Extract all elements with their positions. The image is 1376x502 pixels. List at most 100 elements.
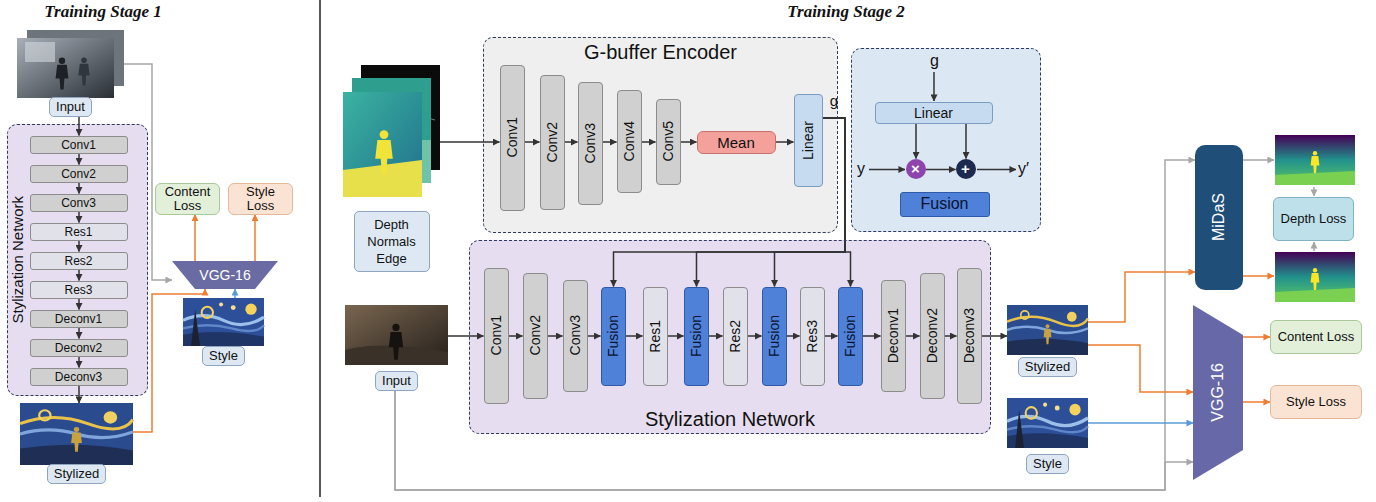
node-text: Input: [375, 371, 418, 391]
node-text: Deconv2: [924, 308, 940, 363]
connector-arrow: [603, 141, 617, 143]
node-text: VGG-16: [1209, 363, 1227, 422]
container-fill: [483, 37, 838, 233]
node-text: Linear: [800, 121, 816, 160]
layer-box: Conv5: [656, 99, 681, 185]
connector-arrow: [254, 215, 256, 262]
connector-arrow: [234, 289, 236, 298]
picture-node: Depth Normals Edge: [343, 65, 440, 272]
stylized-picture: [20, 403, 133, 465]
picture-node: Input: [345, 305, 448, 391]
connector-arrow: [565, 141, 578, 143]
loss-box: Style Loss: [228, 183, 293, 215]
network-frame: Stylization NetworkConv1Conv2Conv3Res1Re…: [7, 124, 148, 396]
connector-arrow: [825, 335, 838, 337]
depth-map-picture: [1275, 135, 1355, 302]
layer-box: Conv4: [617, 90, 642, 193]
style-picture: [183, 298, 264, 346]
connector-arrow: [697, 118, 846, 287]
node-text: Conv1: [504, 117, 520, 157]
connector-arrow: [787, 335, 800, 337]
node-text: Stylized: [1018, 357, 1078, 377]
flow-arrow: [1313, 187, 1315, 196]
node-text: Conv1: [488, 315, 504, 355]
input-picture: [25, 42, 55, 62]
fusion-block: Fusion: [684, 287, 709, 386]
connector-arrow: [133, 289, 205, 432]
node-text: Res1: [64, 225, 92, 239]
depth-map-picture: [1275, 252, 1355, 302]
flow-arrow: [1313, 242, 1315, 251]
connector-arrow: [78, 212, 80, 223]
node-text: Style: [1026, 454, 1069, 474]
node-text: Stylization Network: [645, 407, 815, 431]
loss-box: Content Loss: [1270, 320, 1362, 354]
connector-arrow: [1243, 336, 1270, 338]
node-text: y′: [1018, 159, 1034, 179]
connector-arrow: [668, 335, 684, 337]
linear-box: Linear: [875, 102, 993, 124]
connector-arrow: [509, 335, 523, 337]
layer-box: Res1: [30, 223, 128, 241]
connector-arrow: [78, 270, 80, 281]
layer-box: Conv3: [578, 82, 603, 205]
node-text: Fusion: [766, 315, 782, 357]
layer-box: Deconv1: [881, 280, 906, 392]
layer-box: Conv2: [30, 165, 128, 183]
node-text: Fusion: [920, 195, 968, 213]
node-text: Mean: [717, 134, 755, 151]
layer-box: Conv2: [523, 273, 548, 399]
connector-arrow: [709, 335, 723, 337]
connector-arrow: [1088, 272, 1195, 322]
node-text: Fusion: [688, 315, 704, 357]
connector-arrow: [78, 357, 80, 368]
add-circle: +: [956, 159, 976, 179]
layer-box: Conv2: [540, 75, 565, 210]
connector-arrow: [588, 335, 601, 337]
node-text: Conv1: [61, 138, 96, 152]
layer-box: Deconv2: [920, 273, 945, 399]
trapezoid-shape: [172, 261, 278, 289]
container-fill: [469, 240, 991, 434]
multiply-circle: ×: [906, 159, 926, 179]
connector-arrow: [863, 335, 881, 337]
node-text: Deconv3: [961, 308, 977, 363]
encoder-frame: G-buffer EncoderConv1Conv2Conv3Conv4Conv…: [483, 37, 838, 233]
network-trapezoid: VGG-16: [1193, 305, 1243, 480]
node-text: Deconv1: [885, 308, 901, 363]
gbuffer-picture: [375, 130, 393, 174]
pooling-box: Mean: [697, 131, 776, 154]
connector-arrow: [1088, 422, 1193, 424]
connector-arrow: [548, 335, 563, 337]
flow-arrow: [869, 169, 905, 171]
node-text: Conv2: [544, 122, 560, 162]
container-fill: [7, 124, 148, 396]
node-text: Style Loss: [229, 185, 292, 213]
connector-arrow: [926, 169, 956, 171]
input-picture: [345, 305, 448, 365]
connector-arrow: [915, 124, 917, 159]
input-picture: [389, 324, 403, 360]
node-text: Depth Loss: [1279, 212, 1349, 226]
fusion-block: Fusion: [838, 287, 863, 386]
node-text: Deconv1: [55, 312, 102, 326]
connector-arrow: [78, 299, 80, 310]
fusion-block: Fusion: [601, 287, 626, 386]
flow-arrow: [933, 72, 935, 101]
fusion-block: Fusion: [762, 287, 787, 386]
loss-box: Style Loss: [1270, 385, 1362, 419]
node-text: Stylized: [47, 464, 107, 484]
style-picture: [1007, 398, 1088, 448]
flow-arrow: [869, 72, 1314, 276]
connector-arrow: [194, 215, 196, 262]
gbuffer-picture: [343, 92, 422, 197]
layer-box: Conv1: [30, 136, 128, 154]
network-trapezoid: VGG-16: [172, 261, 278, 289]
node-text: g: [930, 51, 946, 71]
panel-divider: [319, 0, 321, 497]
input-picture: [17, 38, 114, 98]
flow-arrow: [977, 169, 1016, 171]
layer-box: Deconv2: [30, 339, 128, 357]
